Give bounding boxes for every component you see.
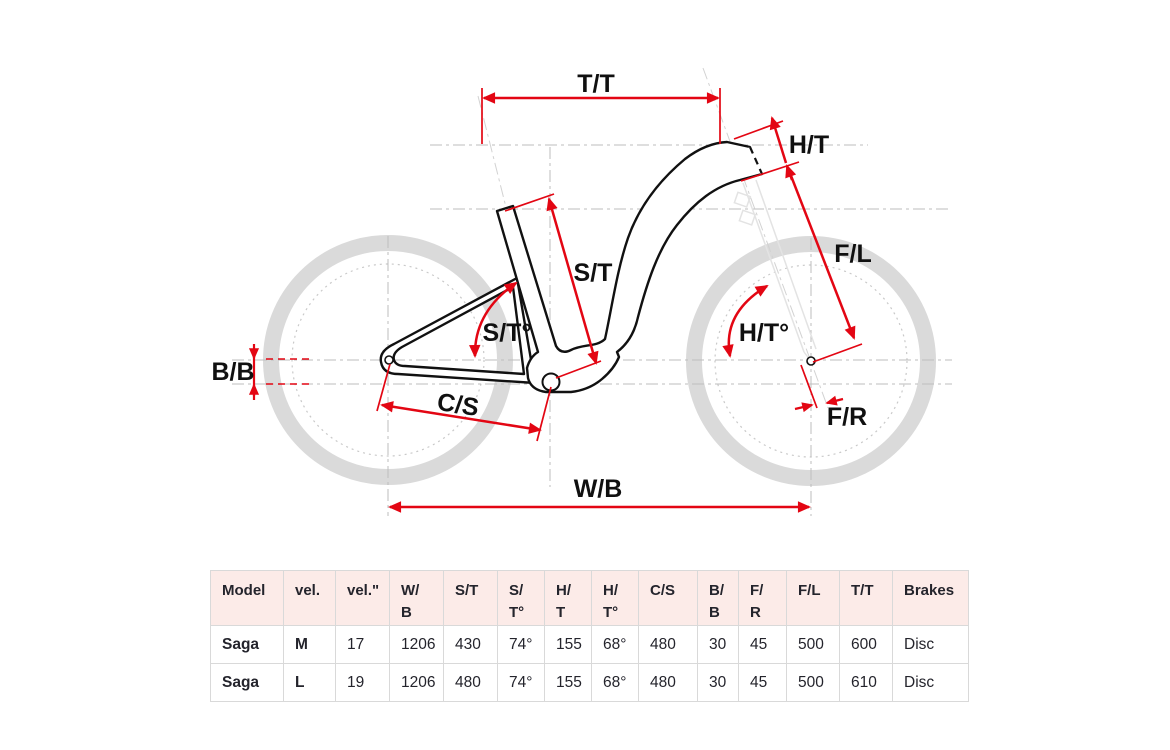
cell-size: M <box>283 625 336 664</box>
cs-dimension <box>380 401 542 434</box>
header-vel-in: vel." <box>335 570 390 626</box>
header-fr: F/ R <box>738 570 787 626</box>
header-row: Model vel. vel." W/ B S/T S/ T° H/ T H/ … <box>210 570 969 626</box>
header-vel: vel. <box>283 570 336 626</box>
header-sta: S/ T° <box>497 570 545 626</box>
cell-wb: 1206 <box>389 663 444 702</box>
cell-bb: 30 <box>697 663 739 702</box>
cell-ht: 155 <box>544 663 592 702</box>
header-ht: H/ T <box>544 570 592 626</box>
cell-ht: 155 <box>544 625 592 664</box>
st-dimension <box>546 197 599 365</box>
tt-label: T/T <box>577 70 615 98</box>
cell-wheel: 17 <box>335 625 390 664</box>
cell-st: 480 <box>443 663 498 702</box>
header-tt: T/T <box>839 570 893 626</box>
hta-dimension <box>722 284 769 358</box>
hta-label: H/T° <box>739 319 789 347</box>
bottom-bracket <box>541 372 561 392</box>
table-row: Saga M 17 1206 430 74° 155 68° 480 30 45… <box>210 625 969 664</box>
cell-wb: 1206 <box>389 625 444 664</box>
rear-triangle <box>379 276 537 385</box>
cell-brakes: Disc <box>892 663 969 702</box>
fork-outline <box>733 179 817 362</box>
ht-dimension <box>769 116 788 164</box>
cell-size: L <box>283 663 336 702</box>
dimensions <box>248 88 863 513</box>
fl-dimension <box>786 167 856 340</box>
ht-label: H/T <box>789 131 829 159</box>
cell-sta: 74° <box>497 625 545 664</box>
header-bb: B/ B <box>697 570 739 626</box>
cell-fr: 45 <box>738 625 787 664</box>
cell-hta: 68° <box>591 625 639 664</box>
cell-tt: 610 <box>839 663 893 702</box>
cell-brakes: Disc <box>892 625 969 664</box>
cell-sta: 74° <box>497 663 545 702</box>
cell-model: Saga <box>210 625 284 664</box>
rear-axle <box>384 355 394 365</box>
cell-fl: 500 <box>786 663 840 702</box>
cell-hta: 68° <box>591 663 639 702</box>
cell-model: Saga <box>210 663 284 702</box>
header-wb: W/ B <box>389 570 444 626</box>
reference-lines <box>232 67 952 516</box>
main-frame <box>495 140 764 394</box>
cell-wheel: 19 <box>335 663 390 702</box>
cell-cs: 480 <box>638 663 698 702</box>
table-row: Saga L 19 1206 480 74° 155 68° 480 30 45… <box>210 663 969 702</box>
header-hta: H/ T° <box>591 570 639 626</box>
cell-st: 430 <box>443 625 498 664</box>
cell-fr: 45 <box>738 663 787 702</box>
fr-dimension <box>800 364 818 409</box>
sta-label: S/T° <box>483 319 532 347</box>
cell-bb: 30 <box>697 625 739 664</box>
fl-label: F/L <box>834 240 872 268</box>
header-st: S/T <box>443 570 498 626</box>
cell-fl: 500 <box>786 625 840 664</box>
st-label: S/T <box>574 259 613 287</box>
header-model: Model <box>210 570 284 626</box>
fr-label: F/R <box>827 403 867 431</box>
cell-cs: 480 <box>638 625 698 664</box>
header-cs: C/S <box>638 570 698 626</box>
header-fl: F/L <box>786 570 840 626</box>
sta-dimension <box>469 281 518 358</box>
geometry-table: Model vel. vel." W/ B S/T S/ T° H/ T H/ … <box>210 570 969 702</box>
bb-label: B/B <box>211 358 254 386</box>
bike-geometry-diagram: T/T H/T F/L H/T° F/R S/T S/T° C/S B/B W/… <box>211 67 952 516</box>
header-brakes: Brakes <box>892 570 969 626</box>
frame <box>379 140 816 394</box>
cell-tt: 600 <box>839 625 893 664</box>
cs-label: C/S <box>435 388 481 422</box>
wb-label: W/B <box>574 475 623 503</box>
